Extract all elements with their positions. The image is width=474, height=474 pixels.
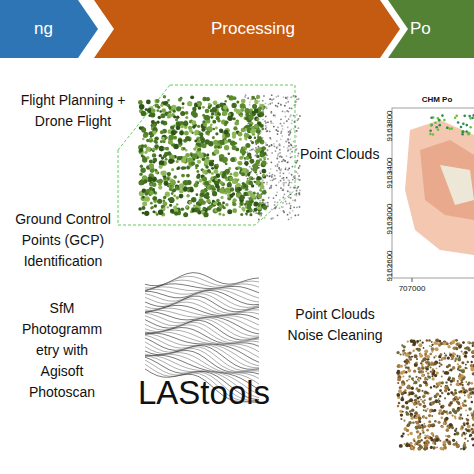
chart-title: CHM Po — [400, 95, 474, 105]
chm-dots — [429, 114, 474, 136]
stage-chevron: Processing — [94, 0, 400, 58]
chevron-shape — [388, 0, 474, 58]
point-cloud-trees — [138, 95, 267, 218]
point-cloud-ground — [244, 94, 301, 220]
stage-title: Po — [410, 19, 431, 39]
output-label: Point Clouds Noise Cleaning — [280, 304, 390, 346]
axis-tick: 9163400 — [385, 153, 395, 193]
stage-title: ng — [34, 19, 53, 39]
stage-chevron: Po — [388, 0, 474, 58]
step-label: Ground Control Points (GCP) Identificati… — [8, 209, 118, 272]
axis-tick: 9163800 — [385, 106, 395, 146]
chm-panel — [388, 108, 474, 282]
stage-chevron: ng — [0, 0, 98, 58]
axis-tick: 707000 — [392, 284, 432, 294]
point-cloud-box — [118, 85, 295, 225]
stage-title: Processing — [211, 19, 295, 39]
step-label: Flight Planning + Drone Flight — [2, 90, 144, 132]
axis-tick: 9162600 — [385, 246, 395, 286]
bottom-point-cloud — [396, 338, 474, 450]
software-logo: LAStools — [138, 368, 288, 418]
axis-tick: 9163000 — [385, 199, 395, 239]
step-label: SfM Photogramm etry with Agisoft Photosc… — [18, 298, 106, 403]
